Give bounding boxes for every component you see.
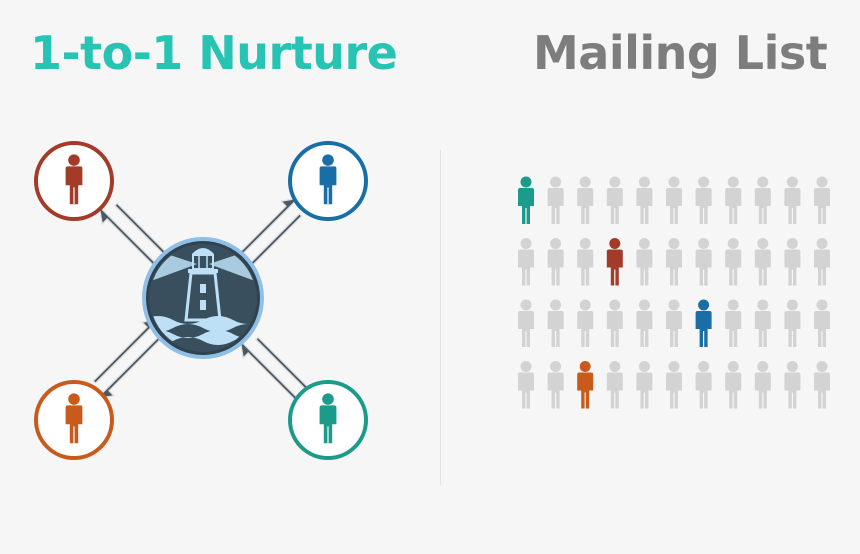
person-icon [606, 299, 623, 347]
person-icon [754, 299, 771, 347]
person-icon [754, 361, 771, 409]
person-icon [636, 238, 653, 286]
person-icon [606, 361, 623, 409]
person-icon [606, 176, 623, 224]
contact-bottom-left [34, 380, 114, 460]
person-icon [577, 238, 594, 286]
person-icon [784, 238, 801, 286]
person-icon [577, 176, 594, 224]
person-icon [784, 299, 801, 347]
person-icon [725, 299, 742, 347]
highlighted-person-icon [577, 361, 594, 409]
person-icon [814, 176, 830, 224]
person-icon [725, 361, 742, 409]
highlighted-person-icon [695, 299, 712, 347]
person-icon [754, 238, 771, 286]
contact-top-left [34, 141, 114, 221]
mailing-list-grid [518, 176, 830, 409]
person-icon [577, 299, 594, 347]
person-icon [784, 176, 801, 224]
person-icon [666, 176, 682, 224]
contact-top-right [288, 141, 368, 221]
person-icon [814, 238, 830, 286]
person-icon [725, 176, 742, 224]
person-icon [666, 361, 682, 409]
person-icon [814, 299, 830, 347]
person-icon [695, 176, 712, 224]
person-icon [784, 361, 801, 409]
highlighted-person-icon [518, 176, 534, 224]
person-icon [636, 299, 653, 347]
person-icon [695, 361, 712, 409]
lighthouse-hub [142, 237, 264, 359]
person-icon [814, 361, 830, 409]
nurture-title: 1-to-1 Nurture [30, 26, 398, 80]
highlighted-person-icon [606, 238, 623, 286]
person-icon [518, 299, 534, 347]
person-icon [636, 361, 653, 409]
person-icon [518, 238, 534, 286]
person-icon [695, 238, 712, 286]
person-icon [547, 361, 564, 409]
person-icon [725, 238, 742, 286]
section-divider [440, 150, 441, 485]
arrow-bottom-right [239, 336, 321, 408]
person-icon [666, 299, 682, 347]
person-icon [547, 299, 564, 347]
person-icon [636, 176, 653, 224]
mailing-list-title: Mailing List [533, 26, 828, 80]
person-icon [65, 393, 83, 444]
contact-bottom-right [288, 380, 368, 460]
person-icon [547, 176, 564, 224]
person-icon [754, 176, 771, 224]
person-icon [547, 238, 564, 286]
person-icon [666, 238, 682, 286]
person-icon [518, 361, 534, 409]
bidirectional-arrow-icon [239, 336, 321, 408]
person-icon [65, 154, 83, 205]
